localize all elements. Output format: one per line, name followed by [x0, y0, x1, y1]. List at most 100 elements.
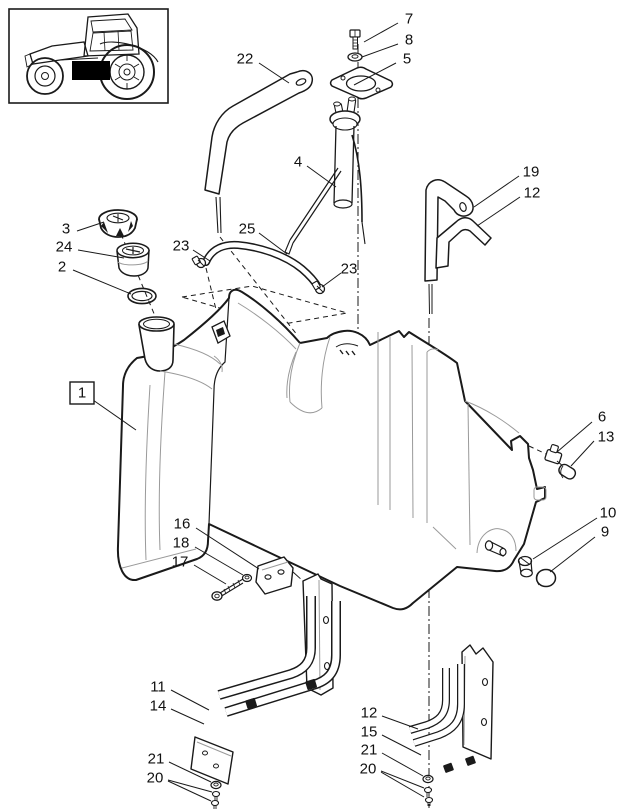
tractor-cab	[83, 13, 140, 57]
support-plate-right	[461, 644, 494, 760]
callout-5[interactable]: 5	[403, 51, 411, 68]
tank-strap-12-lower	[408, 668, 450, 734]
leader-line	[473, 175, 520, 208]
callout-22[interactable]: 22	[237, 51, 254, 68]
leader-line	[193, 564, 227, 585]
callout-25[interactable]: 25	[239, 221, 256, 238]
callout-12[interactable]: 12	[361, 705, 378, 722]
fuel-sender-unit	[284, 96, 366, 255]
callout-15[interactable]: 15	[361, 724, 378, 741]
callout-21[interactable]: 21	[361, 742, 378, 759]
hose-clamp-right-23	[311, 280, 326, 295]
cap-o-ring	[127, 287, 157, 305]
leader-line	[363, 22, 399, 43]
leader-line	[556, 421, 593, 453]
strap-foot	[245, 697, 257, 709]
tank-strap-15	[412, 664, 465, 747]
strap-foot	[465, 755, 476, 766]
breather-cap-13	[558, 463, 577, 480]
callout-18[interactable]: 18	[173, 535, 190, 552]
callout-10[interactable]: 10	[600, 505, 617, 522]
sender-boss	[335, 343, 359, 356]
callout-8[interactable]: 8	[405, 32, 413, 49]
leader-line	[92, 399, 137, 431]
fitting6-align-line	[528, 445, 547, 455]
tractor-front-wheel	[26, 57, 64, 95]
leader-line	[549, 536, 596, 573]
callout-16[interactable]: 16	[174, 516, 191, 533]
mounting-bracket-16	[255, 556, 294, 595]
callout-4[interactable]: 4	[294, 154, 302, 171]
callout-14[interactable]: 14	[150, 698, 167, 715]
gasket-plate-5	[329, 66, 394, 100]
front-strap-22	[204, 70, 314, 234]
leader-line	[380, 771, 425, 798]
tractor-thumbnail	[8, 8, 169, 104]
callout-23[interactable]: 23	[341, 261, 358, 278]
fuel-cap	[98, 209, 138, 238]
callout-21[interactable]: 21	[148, 751, 165, 768]
callout-11[interactable]: 11	[150, 679, 166, 696]
leader-line	[258, 232, 288, 255]
leader-line	[72, 269, 132, 295]
leader-line	[381, 752, 424, 777]
vent-hose-25	[202, 240, 322, 291]
tank-silhouette	[116, 288, 546, 611]
leader-line	[167, 779, 213, 793]
callout-23[interactable]: 23	[173, 238, 190, 255]
drain-cap-9	[535, 568, 557, 588]
callout-13[interactable]: 13	[598, 429, 615, 446]
bolt-7	[349, 29, 361, 50]
leader-line	[532, 517, 598, 560]
strap-foot	[443, 762, 454, 773]
callout-6[interactable]: 6	[598, 409, 606, 426]
leader-line	[476, 196, 521, 227]
callout-19[interactable]: 19	[523, 164, 540, 181]
tank-strap-11	[217, 596, 316, 700]
leader-line	[167, 780, 212, 802]
drain-nipple	[484, 540, 507, 557]
tank-location-highlight	[72, 61, 110, 80]
leader-line	[168, 761, 212, 783]
callout-layer: 7852241912324223252316131091618171114212…	[56, 11, 617, 802]
leader-line	[192, 249, 211, 262]
hose-clamp-left-23	[191, 255, 207, 269]
fuel-tank-assembly	[116, 288, 547, 611]
leader-line	[353, 62, 397, 86]
leader-line	[570, 440, 595, 467]
leader-line	[170, 708, 205, 725]
leader-line	[321, 272, 342, 288]
washer-21-left	[210, 780, 222, 790]
bolts-20-left	[210, 790, 221, 809]
drain-fitting-10	[517, 555, 533, 578]
bolt-17	[211, 578, 244, 601]
breather-fitting-6	[544, 444, 565, 468]
leader-line	[258, 62, 290, 84]
leader-line	[76, 221, 105, 232]
leader-line	[361, 43, 399, 58]
callout-box-1	[69, 381, 95, 405]
callout-3[interactable]: 3	[62, 221, 70, 238]
callout-2[interactable]: 2	[58, 259, 66, 276]
callout-20[interactable]: 20	[360, 761, 377, 778]
callout-17[interactable]: 17	[172, 554, 189, 571]
leader-line	[194, 546, 244, 576]
callout-12[interactable]: 12	[524, 185, 541, 202]
callout-7[interactable]: 7	[405, 11, 413, 28]
washer-8	[347, 52, 363, 62]
strap-plate-14	[190, 736, 234, 785]
strap22-align-line	[219, 236, 299, 337]
cap-vent-insert	[116, 242, 150, 277]
callout-9[interactable]: 9	[601, 524, 609, 541]
tank-contour-shading	[121, 302, 547, 569]
washer-18	[241, 573, 253, 583]
leader-line	[381, 715, 419, 730]
callout-24[interactable]: 24	[56, 239, 73, 256]
callout-20[interactable]: 20	[147, 770, 164, 787]
strap-foot	[305, 678, 317, 690]
leader-line	[380, 770, 425, 789]
callout-1[interactable]: 1	[78, 385, 86, 402]
upper-strap-12	[435, 217, 492, 269]
